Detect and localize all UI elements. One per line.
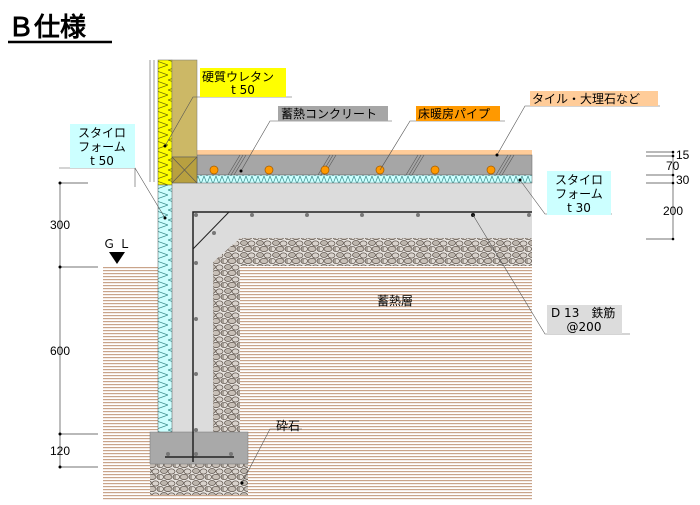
heat-storage-concrete-layer xyxy=(196,154,533,176)
tile-label: タイル・大理石など xyxy=(532,92,640,106)
urethane-thickness: t 50 xyxy=(231,83,255,97)
floor-styro-label-bg xyxy=(547,171,611,215)
gravel-under-footing xyxy=(150,464,248,495)
pipe-label-bg xyxy=(416,106,500,121)
rebar-dots xyxy=(166,213,531,456)
wood-wall xyxy=(171,59,198,158)
dim-600: 600 xyxy=(50,344,70,358)
page-title: Ｂ仕様 xyxy=(8,12,87,43)
left-dimension-lines xyxy=(59,182,98,468)
dim-30: 30 xyxy=(676,173,690,187)
pipe-label: 床暖房パイプ xyxy=(418,106,490,121)
floor-styro-label-1: スタイロ xyxy=(555,173,603,187)
dim-120: 120 xyxy=(50,444,70,458)
dim-300: 300 xyxy=(50,218,70,232)
gl-label: Ｇ Ｌ xyxy=(103,237,131,251)
tile-label-bg xyxy=(530,91,658,106)
gl-marker-icon xyxy=(109,252,125,264)
foundation-concrete xyxy=(172,183,532,432)
rebar-label-bg xyxy=(547,305,622,334)
floor-styro-label-3: t 30 xyxy=(567,201,591,215)
rebar-label-2: @200 xyxy=(567,320,602,334)
right-dimension-lines xyxy=(646,151,674,240)
wall-styro-label-2: フォーム xyxy=(78,140,126,154)
urethane-insulation xyxy=(157,59,173,186)
floor-styro-label-2: フォーム xyxy=(555,187,603,201)
wall-styro-label-bg xyxy=(70,124,135,168)
dim-15: 15 xyxy=(676,148,690,162)
floor-styrofoam-layer xyxy=(196,174,533,184)
footing xyxy=(149,431,249,465)
heat-layer-label: 蓄熱層 xyxy=(377,294,413,308)
tile-layer xyxy=(197,150,532,155)
rebar xyxy=(165,211,532,462)
wall-styro-label-3: t 50 xyxy=(90,154,114,168)
concrete-label: 蓄熱コンクリート xyxy=(281,107,377,121)
floor-heating-pipes xyxy=(209,165,496,175)
concrete-label-bg xyxy=(278,106,388,121)
wall-styrofoam xyxy=(157,184,173,433)
dim-70: 70 xyxy=(666,159,680,173)
gravel-layer xyxy=(213,238,532,432)
gravel-label: 砕石 xyxy=(276,418,300,433)
wall-styro-label-1: スタイロ xyxy=(78,126,126,140)
rebar-label-1: D 13 鉄筋 xyxy=(551,305,615,320)
dim-200: 200 xyxy=(663,204,683,218)
urethane-label-bg xyxy=(200,68,286,97)
urethane-label: 硬質ウレタン xyxy=(202,69,274,84)
